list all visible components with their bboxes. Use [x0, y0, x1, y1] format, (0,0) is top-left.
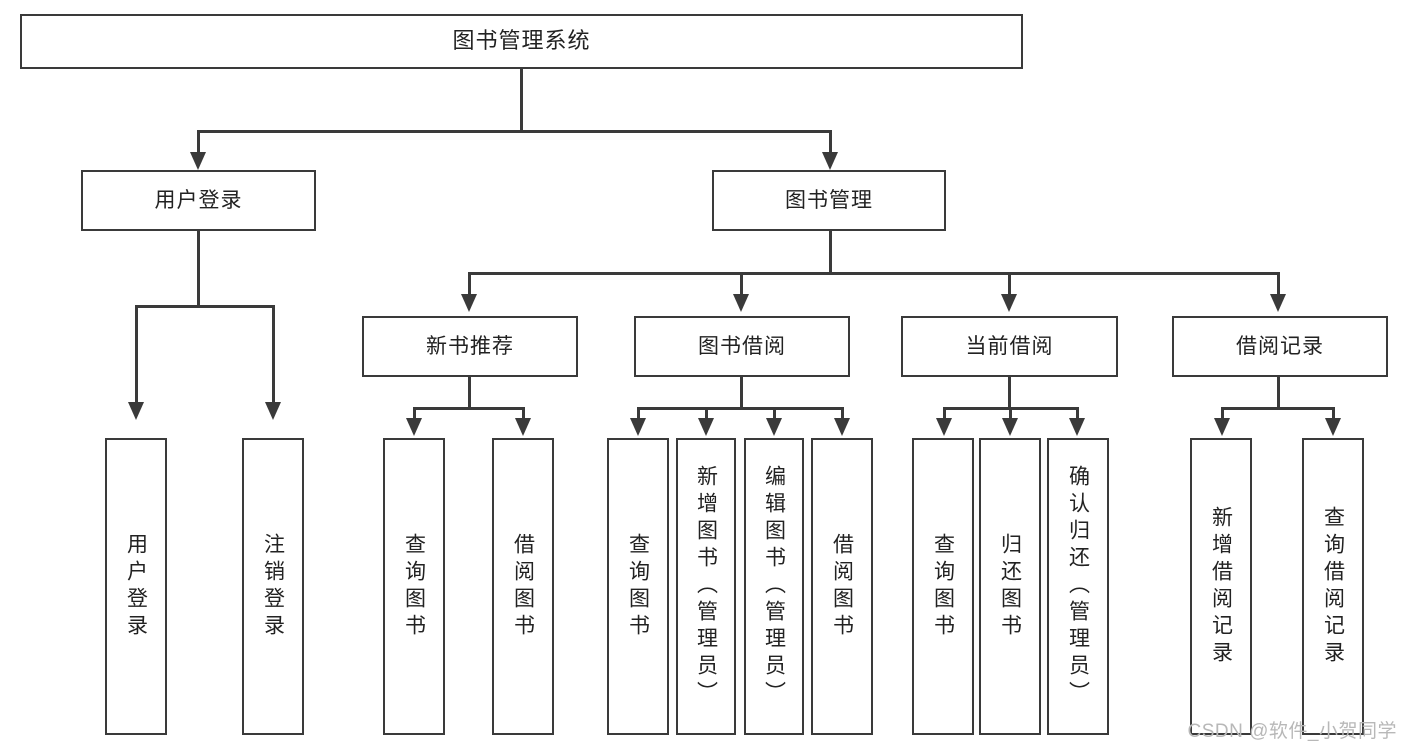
leaf-borrow-record-add-record[interactable]: 新增借阅记录: [1190, 438, 1252, 735]
connector-book-manage-to-borrow-record: [1277, 272, 1280, 297]
leaf-book-borrow-add-book-admin[interactable]: 新增图书（管理员）: [676, 438, 736, 735]
arrowhead-new-book-rec-child1: [406, 418, 422, 436]
node-current-borrow[interactable]: 当前借阅: [901, 316, 1118, 377]
connector-book-borrow-child3: [773, 407, 776, 421]
node-user-login[interactable]: 用户登录: [81, 170, 316, 231]
node-label: 查询图书: [931, 532, 955, 641]
node-label: 查询借阅记录: [1321, 505, 1345, 668]
connector-book-borrow-bar: [638, 407, 844, 410]
connector-current-borrow-stem: [1008, 377, 1011, 407]
connector-root-to-user-login: [197, 130, 200, 156]
connector-current-borrow-child1: [943, 407, 946, 421]
node-label: 当前借阅: [965, 334, 1054, 358]
arrowhead-new-book-rec-child2: [515, 418, 531, 436]
arrowhead-current-borrow-child3: [1069, 418, 1085, 436]
node-book-manage[interactable]: 图书管理: [712, 170, 946, 231]
arrowhead-root-to-user-login: [190, 152, 206, 170]
node-label: 借阅图书: [830, 532, 854, 641]
connector-new-book-rec-stem: [468, 377, 471, 407]
node-new-book-recommend[interactable]: 新书推荐: [362, 316, 578, 377]
node-root-book-management-system[interactable]: 图书管理系统: [20, 14, 1023, 69]
node-label: 注销登录: [261, 532, 285, 641]
leaf-user-login[interactable]: 用户登录: [105, 438, 167, 735]
arrowhead-book-manage-to-borrow-record: [1270, 294, 1286, 312]
connector-new-book-rec-child1: [413, 407, 416, 421]
leaf-logout[interactable]: 注销登录: [242, 438, 304, 735]
arrowhead-current-borrow-child1: [936, 418, 952, 436]
node-label: 查询图书: [626, 532, 650, 641]
arrowhead-borrow-record-child1: [1214, 418, 1230, 436]
node-label: 图书管理系统: [452, 28, 591, 54]
connector-root-stem: [520, 68, 523, 130]
connector-borrow-record-child2: [1332, 407, 1335, 421]
arrowhead-book-borrow-child1: [630, 418, 646, 436]
connector-root-bar: [198, 130, 832, 133]
connector-borrow-record-bar: [1222, 407, 1334, 410]
arrowhead-user-login-child1: [128, 402, 144, 420]
arrowhead-root-to-book-manage: [822, 152, 838, 170]
connector-book-manage-to-new-book-rec: [468, 272, 471, 297]
connector-current-borrow-child2: [1009, 407, 1012, 421]
node-label: 编辑图书（管理员）: [762, 465, 786, 708]
arrowhead-borrow-record-child2: [1325, 418, 1341, 436]
node-label: 借阅记录: [1236, 334, 1324, 358]
leaf-book-borrow-edit-book-admin[interactable]: 编辑图书（管理员）: [744, 438, 804, 735]
leaf-new-book-query-book[interactable]: 查询图书: [383, 438, 445, 735]
arrowhead-book-borrow-child2: [698, 418, 714, 436]
connector-book-manage-to-current-borrow: [1008, 272, 1011, 297]
leaf-current-borrow-confirm-return-admin[interactable]: 确认归还（管理员）: [1047, 438, 1109, 735]
connector-book-borrow-child2: [705, 407, 708, 421]
arrowhead-user-login-child2: [265, 402, 281, 420]
arrowhead-book-manage-to-current-borrow: [1001, 294, 1017, 312]
node-label: 图书借阅: [698, 334, 786, 358]
connector-user-login-bar: [136, 305, 274, 308]
arrowhead-current-borrow-child2: [1002, 418, 1018, 436]
node-label: 查询图书: [402, 532, 426, 641]
node-label: 新书推荐: [426, 334, 514, 358]
connector-borrow-record-child1: [1221, 407, 1224, 421]
node-label: 用户登录: [154, 188, 243, 212]
arrowhead-book-borrow-child3: [766, 418, 782, 436]
connector-new-book-rec-bar: [414, 407, 524, 410]
leaf-book-borrow-borrow-book[interactable]: 借阅图书: [811, 438, 873, 735]
connector-book-manage-stem: [829, 231, 832, 272]
node-label: 新增借阅记录: [1209, 505, 1233, 668]
connector-book-borrow-child1: [637, 407, 640, 421]
connector-book-borrow-stem: [740, 377, 743, 407]
arrowhead-book-borrow-child4: [834, 418, 850, 436]
node-label: 归还图书: [998, 532, 1022, 641]
connector-root-to-book-manage: [829, 130, 832, 156]
node-borrow-record[interactable]: 借阅记录: [1172, 316, 1388, 377]
leaf-current-borrow-return-book[interactable]: 归还图书: [979, 438, 1041, 735]
arrowhead-book-manage-to-new-book-rec: [461, 294, 477, 312]
leaf-new-book-borrow-book[interactable]: 借阅图书: [492, 438, 554, 735]
connector-user-login-child2: [272, 305, 275, 405]
leaf-current-borrow-query-book[interactable]: 查询图书: [912, 438, 974, 735]
leaf-book-borrow-query-book[interactable]: 查询图书: [607, 438, 669, 735]
connector-book-manage-to-book-borrow: [740, 272, 743, 297]
node-label: 借阅图书: [511, 532, 535, 641]
node-label: 确认归还（管理员）: [1066, 465, 1090, 708]
connector-current-borrow-child3: [1076, 407, 1079, 421]
arrowhead-book-manage-to-book-borrow: [733, 294, 749, 312]
connector-user-login-child1: [135, 305, 138, 405]
node-label: 图书管理: [785, 188, 873, 212]
node-label: 新增图书（管理员）: [694, 465, 718, 708]
connector-user-login-stem: [197, 231, 200, 305]
connector-book-manage-bar: [469, 272, 1280, 275]
connector-book-borrow-child4: [841, 407, 844, 421]
leaf-borrow-record-query-record[interactable]: 查询借阅记录: [1302, 438, 1364, 735]
node-label: 用户登录: [124, 532, 148, 641]
connector-borrow-record-stem: [1277, 377, 1280, 407]
node-book-borrow[interactable]: 图书借阅: [634, 316, 850, 377]
connector-new-book-rec-child2: [522, 407, 525, 421]
